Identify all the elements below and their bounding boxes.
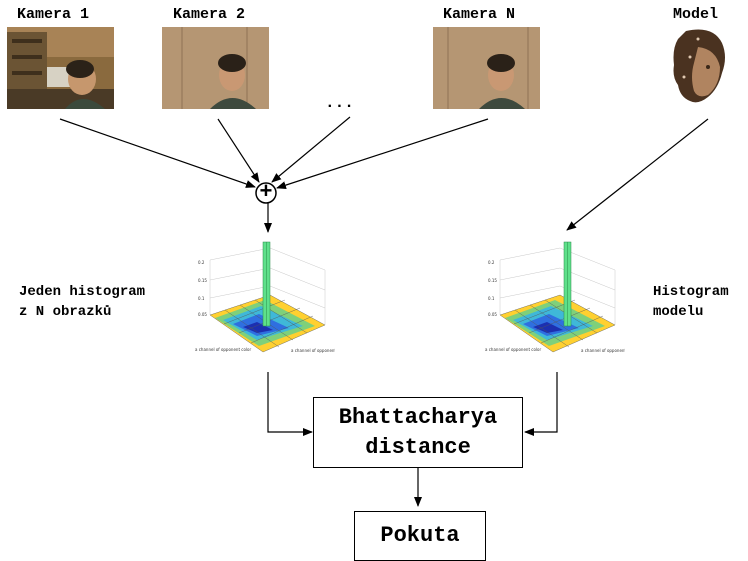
svg-text:0.15: 0.15 [198,278,207,283]
camera-2-image [162,27,269,109]
bhattacharya-box: Bhattacharya distance [313,397,523,468]
svg-text:0.05: 0.05 [488,312,497,317]
svg-text:0.05: 0.05 [198,312,207,317]
combine-symbol: + [259,180,273,205]
hist-left-line1: Jeden histogram [19,284,146,300]
histogram-left: 0.2 0.15 0.1 0.05 a channel of opponent col… [195,240,335,365]
svg-text:a channel of opponent color: a channel of opponent color [195,347,251,352]
pokuta-label: Pokuta [380,523,460,548]
arrow-camn-to-sum [276,118,489,190]
bhattacharya-line1: Bhattacharya [338,404,498,430]
svg-text:0.1: 0.1 [488,296,495,301]
svg-text:a channel of opponent color: a channel of opponent color [581,348,625,353]
combine-node [255,182,277,204]
hist-left-label: Jeden histogram z N obrazků [19,282,145,322]
pokuta-box: Pokuta [354,511,486,561]
model-image [668,27,728,107]
svg-text:a channel of opponent color: a channel of opponent color [485,347,541,352]
svg-text:0.15: 0.15 [488,278,497,283]
camera-1-label: Kamera 1 [17,6,90,23]
camera-n-label: Kamera N [443,6,516,23]
camera-2-label: Kamera 2 [173,6,246,23]
histogram-right: 0.2 0.15 0.1 0.05 a channel of opponent col… [485,240,625,365]
model-label: Model [673,6,719,23]
svg-text:0.2: 0.2 [198,260,205,265]
hist-right-line1: Histogram [653,284,729,300]
arrow-cam2-to-sum [217,118,260,183]
arrow-model-to-hist [566,118,709,231]
hist-left-line2: z N obrazků [19,304,112,320]
arrow-hist-right-to-bhatt [524,372,558,436]
svg-text:a channel of opponent color: a channel of opponent color [291,348,335,353]
hist-right-label: Histogram modelu [653,282,729,322]
ellipsis-label: ... [325,94,354,112]
arrow-cam1-to-sum [59,118,256,188]
arrow-dots-to-sum [271,116,351,183]
hist-right-line2: modelu [653,304,704,320]
camera-1-image [7,27,114,109]
svg-text:0.1: 0.1 [198,296,205,301]
camera-n-image [433,27,540,109]
bhattacharya-line2: distance [365,434,471,460]
svg-text:0.2: 0.2 [488,260,495,265]
arrow-hist-left-to-bhatt [267,372,313,436]
